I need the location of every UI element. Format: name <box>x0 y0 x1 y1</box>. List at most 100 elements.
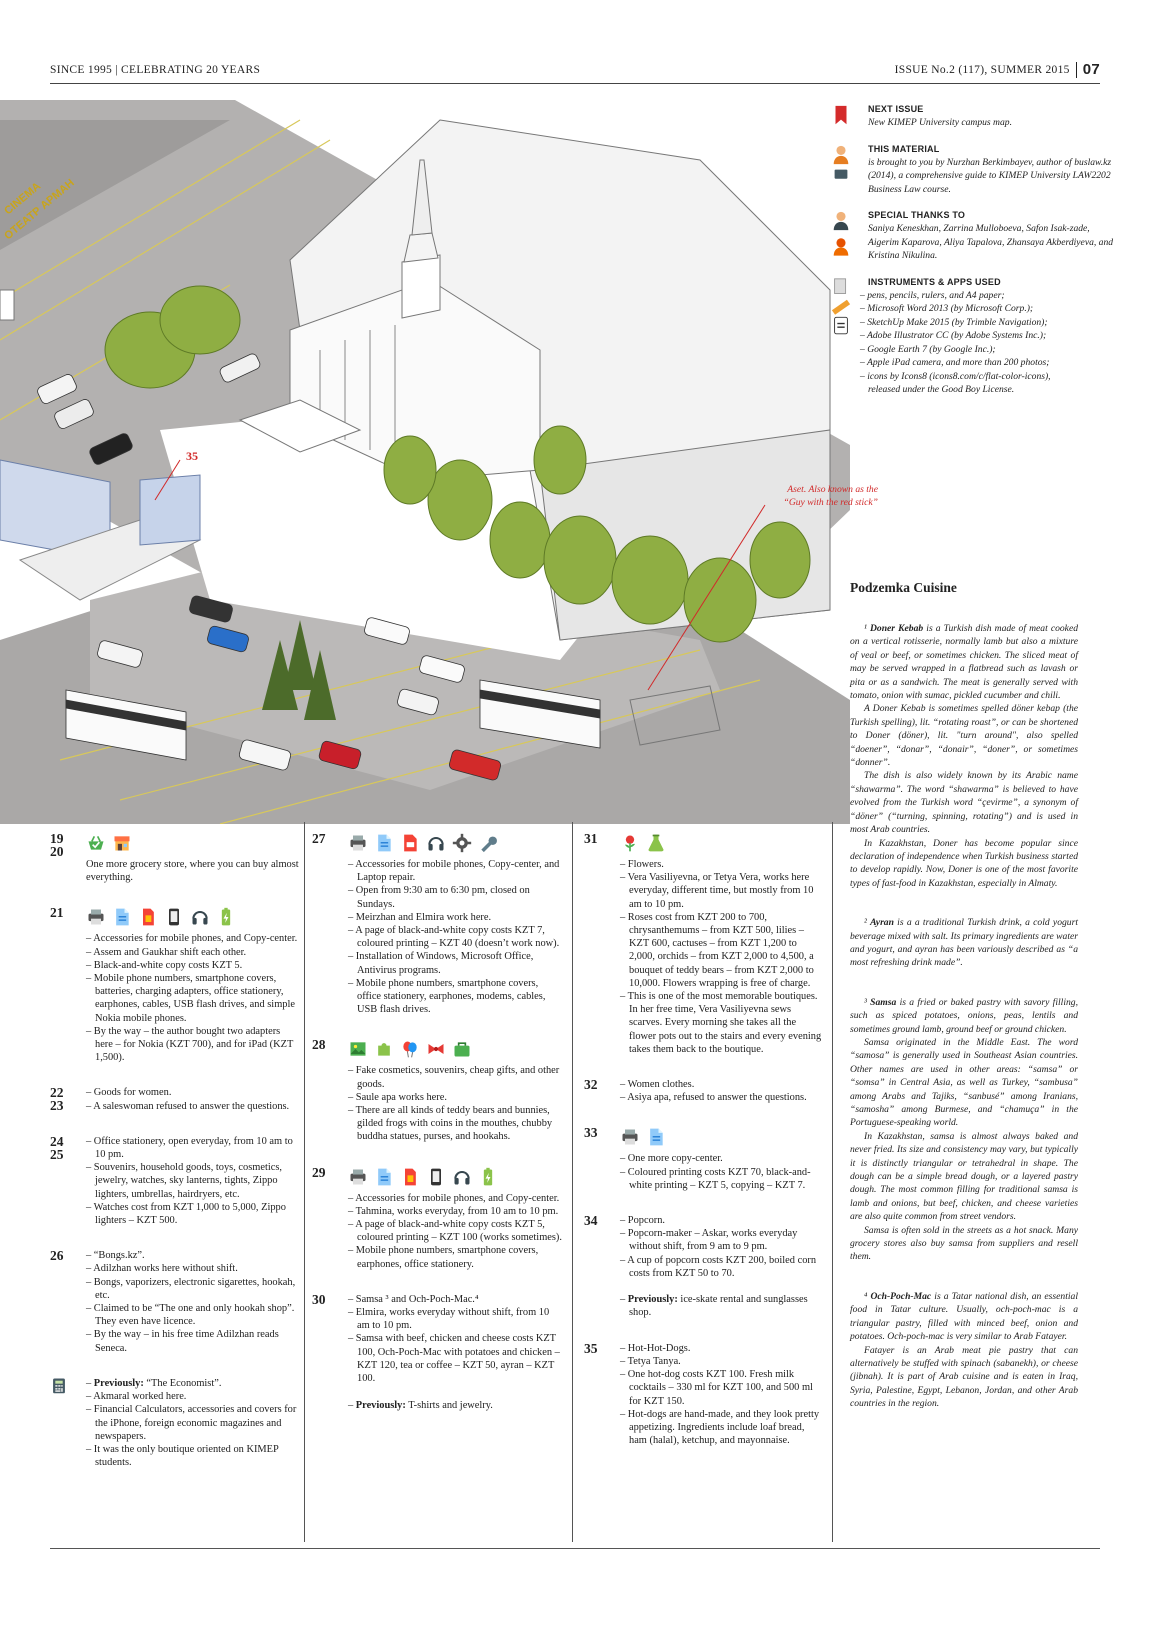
shop-detail-line: – Meirzhan and Elmira work here. <box>348 911 492 923</box>
shop-number: 31 <box>584 831 598 846</box>
sidebar-paragraph: Samsa is often sold in the streets as a … <box>850 1224 1078 1263</box>
printer-icon <box>350 835 366 851</box>
shop-icons <box>86 832 300 854</box>
credit-block: INSTRUMENTS & APPS USED– pens, pencils, … <box>826 277 1116 397</box>
credit-line: – icons by Icons8 (icons8.com/c/flat-col… <box>860 370 1051 382</box>
pine-trees <box>262 620 336 720</box>
shop-detail-line: – Open from 9:30 am to 6:30 pm, closed o… <box>348 885 530 910</box>
bag-icon <box>454 1042 470 1057</box>
shop-detail-line: – Claimed to be “The one and only hookah… <box>86 1303 295 1328</box>
credit-line: – Apple iPad camera, and more than 200 p… <box>860 357 1050 368</box>
shop-number: 28 <box>312 1037 326 1053</box>
shop-detail-line: – Akmaral worked here. <box>86 1391 187 1403</box>
puzzle-icon <box>378 1043 390 1057</box>
entrance-canopy <box>238 399 362 453</box>
shop-detail-line: – Hot-dogs are hand-made, and they look … <box>620 1408 820 1447</box>
credit-title: SPECIAL THANKS TO <box>868 210 966 220</box>
shop-detail-line: – Goods for women. <box>86 1087 172 1099</box>
shop-details: – Popcorn.– Popcorn-maker – Askar, works… <box>620 1214 824 1320</box>
sidebar-paragraph: A Doner Kebab is sometimes spelled döner… <box>850 703 1078 769</box>
battery-icon <box>221 908 231 926</box>
document-icon <box>116 909 129 926</box>
sidebar-paragraph: In Kazakhstan, Doner has become popular … <box>850 837 1078 889</box>
bow-icon <box>428 1044 444 1055</box>
shop-details: – Hot-Hot-Dogs.– Tetya Tanya.– One hot-d… <box>620 1342 824 1448</box>
shop-entry: 34 – Popcorn.– Popcorn-maker – Askar, wor… <box>584 1214 824 1320</box>
shop-detail-line: – Samsa with beef, chicken and cheese co… <box>348 1333 560 1385</box>
shop-detail-line: – Asiya apa, refused to answer the quest… <box>620 1092 807 1104</box>
shop-number: 26 <box>50 1248 64 1264</box>
credit-line: – Google Earth 7 (by Google Inc.); <box>860 343 996 355</box>
shop-entry: 30 – Samsa ³ and Och-Poch-Mac.⁴ – Elmira, … <box>312 1293 564 1412</box>
shop-detail-line: – A saleswoman refused to answer the que… <box>86 1100 290 1112</box>
printer-icon <box>350 1169 366 1185</box>
shop-detail-line: – It was the only boutique oriented on K… <box>86 1443 279 1469</box>
sidebar-paragraph: In Kazakhstan, samsa is almost always ba… <box>850 1130 1078 1223</box>
header-tagline: SINCE 1995 | CELEBRATING 20 YEARS <box>50 64 261 76</box>
trees <box>104 285 811 643</box>
shop-detail-line: – Accessories for mobile phones, and Cop… <box>348 1192 560 1204</box>
shop-detail-line: – Elmira, works everyday without shift, … <box>348 1307 550 1332</box>
shop-details: – Office stationery, open everyday, from… <box>86 1135 300 1227</box>
tools-icon <box>831 277 851 334</box>
headphones-icon <box>428 836 444 851</box>
shop-number: 34 <box>584 1213 598 1229</box>
shop-detail-line: One more grocery store, where you can bu… <box>86 859 299 884</box>
shop-detail-line: – Mobile phone numbers, smartphone cover… <box>348 1245 539 1270</box>
shop-detail-line: – Samsa ³ and Och-Poch-Mac.⁴ <box>348 1293 479 1305</box>
shop-detail-line: – Flowers. <box>620 859 664 870</box>
shop-detail-line: – Adilzhan works here without shift. <box>86 1263 238 1275</box>
shop-details: – Samsa ³ and Och-Poch-Mac.⁴ – Elmira, wo… <box>348 1293 564 1412</box>
shop-detail-line: – Popcorn. <box>620 1215 666 1227</box>
shop-number: 30 <box>312 1291 326 1307</box>
listing-column-2: 27– Accessories for mobile phones, Copy-… <box>312 832 564 1434</box>
credit-line: – Adobe Illustrator CC (by Adobe Systems… <box>860 330 1047 341</box>
shop-entry: 26 – “Bongs.kz”.– Adilzhan works here wit… <box>50 1249 300 1355</box>
shop-detail-line <box>348 1385 564 1398</box>
header-right: ISSUE No.2 (117), SUMMER 2015 07 <box>895 62 1100 78</box>
shop-detail-line: – One hot-dog costs KZT 100. Fresh milk … <box>620 1369 813 1407</box>
shop-detail-line: – Mobile phone numbers, smartphone cover… <box>86 973 295 1024</box>
shop-detail-line: – Financial Calculators, accessories and… <box>86 1404 297 1442</box>
credit-text: is brought to you by Nurzhan Berkimbayev… <box>868 156 1112 195</box>
sidebar-paragraph: ¹ Doner Kebab is a Turkish dish made of … <box>850 623 1078 702</box>
buses <box>65 679 601 761</box>
sidebar-paragraph: ³ Samsa is a fried or baked pastry with … <box>850 996 1079 1035</box>
headphones-icon <box>192 911 208 925</box>
shop-icons <box>348 1038 564 1060</box>
shop-detail-line: – Black-and-white copy costs KZT 5. <box>86 959 243 971</box>
column-divider <box>572 822 573 1542</box>
sidebar-paragraph: Fatayer is an Arab meat pie pastry that … <box>850 1344 1078 1410</box>
shop-details: – Goods for women.– A saleswoman refused… <box>86 1086 300 1112</box>
callout-line <box>647 504 766 691</box>
shop-number: 32 <box>584 1077 598 1093</box>
shop-detail-line: – Assem and Gaukhar shift each other. <box>86 946 247 958</box>
flower-icon <box>625 835 635 852</box>
shop-entry: – Previously: “The Economist”. – Akmaral … <box>50 1377 300 1469</box>
shop-detail-line: – Bongs, vaporizers, electronic sigarett… <box>86 1276 296 1301</box>
column-divider <box>304 822 305 1542</box>
shop-details: – Flowers.– Vera Vasiliyevna, or Tetya V… <box>620 858 824 1056</box>
shop-details: – “Bongs.kz”.– Adilzhan works here witho… <box>86 1249 300 1355</box>
column-divider <box>832 822 833 1542</box>
road-shadow <box>0 120 230 250</box>
shop-number: 21 <box>50 905 64 921</box>
shop-details: – Accessories for mobile phones, and Cop… <box>86 932 300 1064</box>
shop-details: One more grocery store, where you can bu… <box>86 858 300 884</box>
calculator-icon <box>53 1378 65 1394</box>
people-icon <box>833 211 849 256</box>
page-header: SINCE 1995 | CELEBRATING 20 YEARS ISSUE … <box>50 62 1100 84</box>
shop-detail-line: – Popcorn-maker – Askar, works everyday … <box>620 1228 798 1253</box>
battery-icon <box>483 1167 493 1185</box>
balloons-icon <box>403 1041 417 1058</box>
shop-detail-line: – Saule apa works here. <box>348 1091 447 1103</box>
document-icon <box>378 834 391 852</box>
listing-column-3: 31 – Flowers.– Vera Vasiliyevna, or Tetya… <box>584 832 824 1469</box>
shop-number: 33 <box>584 1125 598 1141</box>
shop-number: 27 <box>312 831 326 846</box>
shop-detail-line: – Previously: “The Economist”. <box>86 1377 222 1389</box>
